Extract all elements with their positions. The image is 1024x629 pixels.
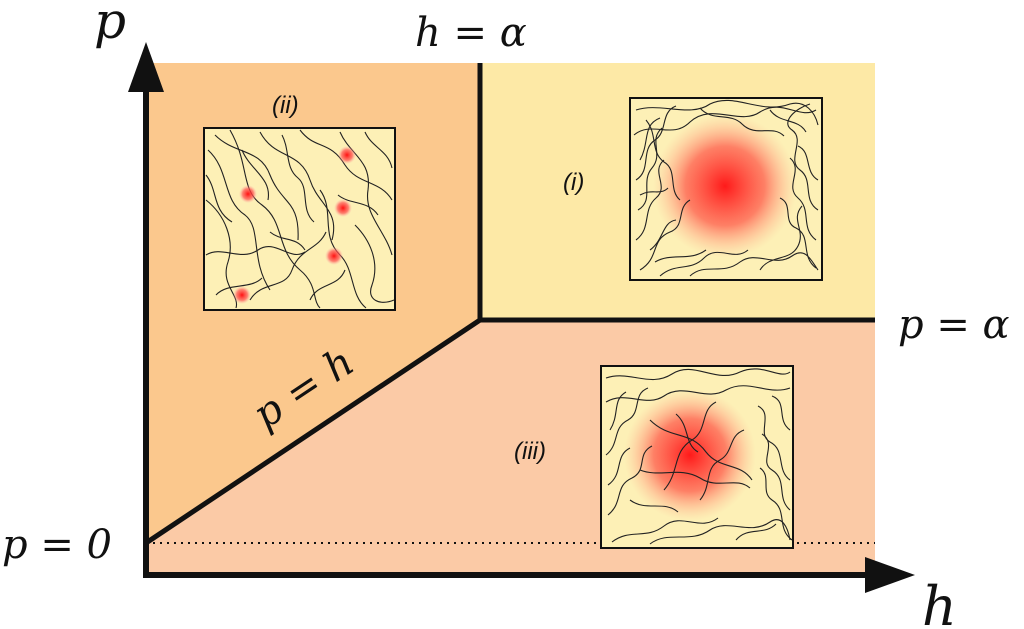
x-axis-arrowhead xyxy=(865,557,915,593)
inset-ii xyxy=(203,127,396,311)
boundary-diagonal-line xyxy=(144,317,482,546)
inset-iii xyxy=(600,365,794,549)
baseline-label: p = 0 xyxy=(2,522,112,568)
region-iii-label: (iii) xyxy=(514,438,546,465)
y-axis-arrowhead xyxy=(128,42,164,92)
y-axis-label: p xyxy=(94,0,126,50)
x-axis-label: h xyxy=(922,575,957,629)
region-i-label: (i) xyxy=(563,169,584,196)
boundary-vertical-label: h = α xyxy=(415,10,527,56)
boundary-horizontal-label: p = α xyxy=(898,302,1010,348)
region-ii-label: (ii) xyxy=(272,92,299,119)
inset-i xyxy=(629,97,823,281)
